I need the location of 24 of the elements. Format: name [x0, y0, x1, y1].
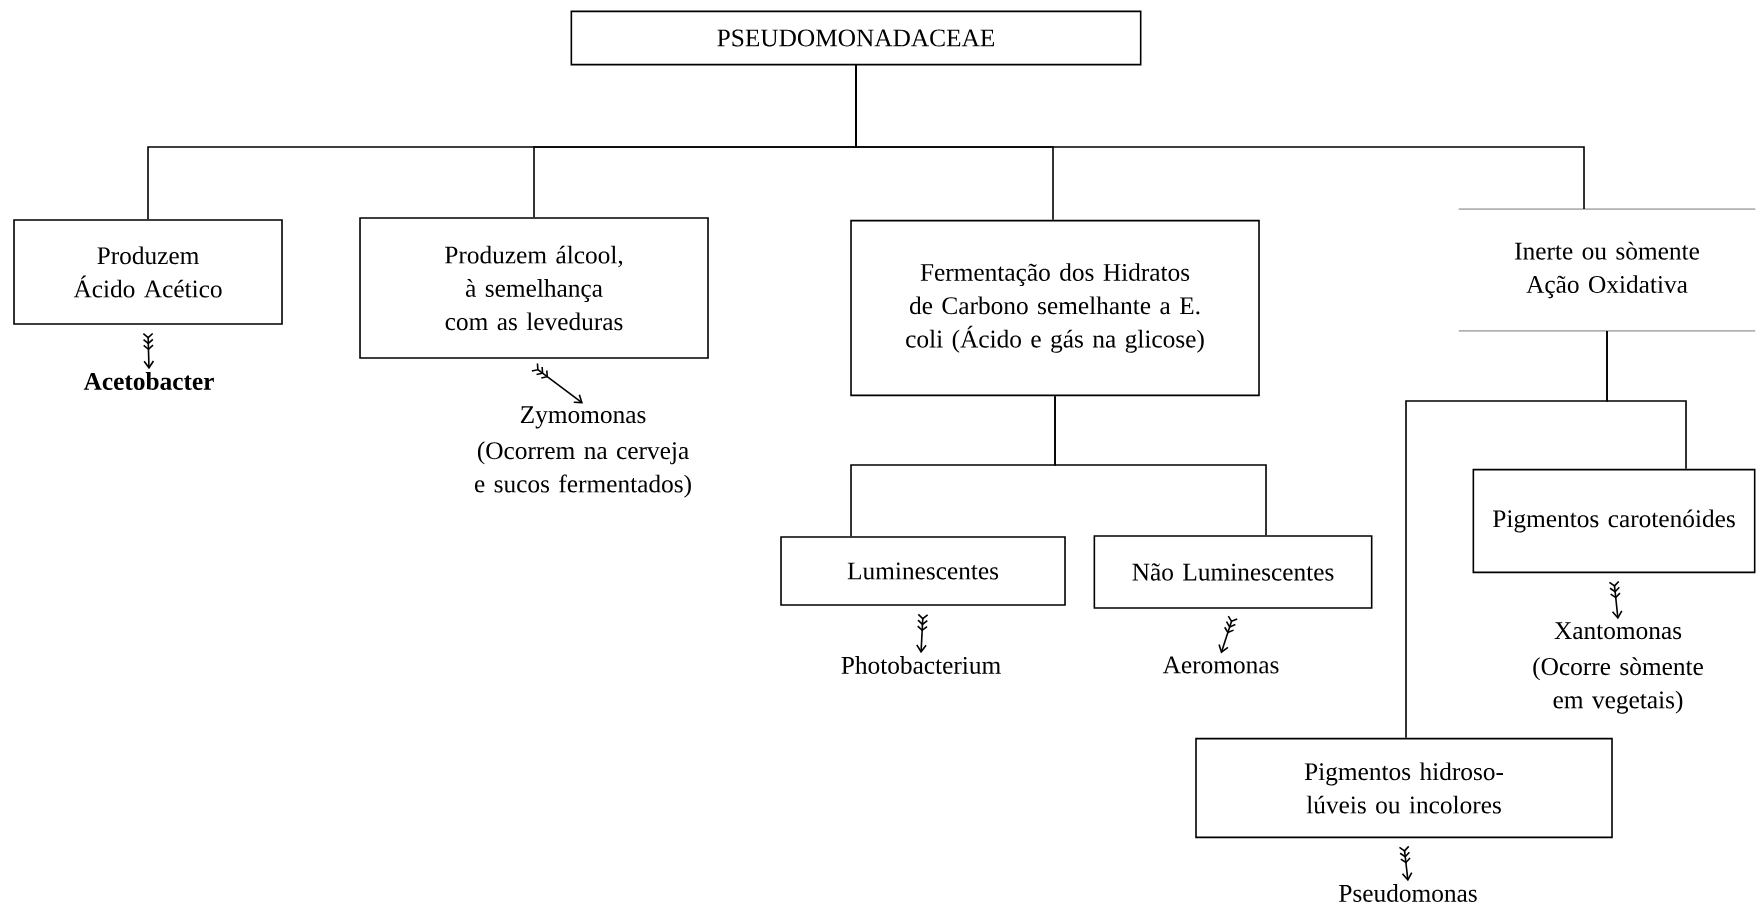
connector-line [855, 64, 1585, 210]
genus-label: Zymomonas (Ocorrem na cerveja e sucos fermentados) [474, 406, 691, 498]
arrow [142, 332, 155, 370]
arrow [1218, 615, 1238, 654]
arrow [531, 362, 583, 404]
category-box: PSEUDOMONADACEAE [570, 10, 1142, 66]
category-heading: Inerte ou sòmente Ação Oxidativa [1458, 208, 1756, 332]
genus-label: Acetobacter [83, 372, 214, 390]
connector-line [1405, 330, 1608, 739]
category-box: Pigmentos hidroso- lúveis ou incolores [1195, 737, 1613, 839]
category-box: Não Luminescentes [1093, 535, 1373, 609]
category-box: Produzem Ácido Acético [13, 219, 283, 325]
category-box: Luminescentes [780, 536, 1066, 606]
category-box: Fermentação dos Hidratos de Carbono semelhante a E. coli (Ácido e gás na glicose) [850, 219, 1260, 397]
genus-label: Photobacterium [841, 656, 1001, 674]
genus-label: Pseudomonas [1339, 884, 1477, 902]
genus-label: Aeromonas [1162, 656, 1279, 674]
connector-line [1054, 395, 1267, 536]
arrow [915, 613, 929, 654]
category-box: Pigmentos carotenóides [1472, 468, 1756, 574]
arrow [1398, 845, 1413, 882]
arrow [1608, 580, 1623, 620]
genus-label: Xantomonas (Ocorre sòmente em vegetais) [1533, 622, 1703, 714]
category-box: Produzem álcool, à semelhança com as leveduras [359, 217, 709, 359]
